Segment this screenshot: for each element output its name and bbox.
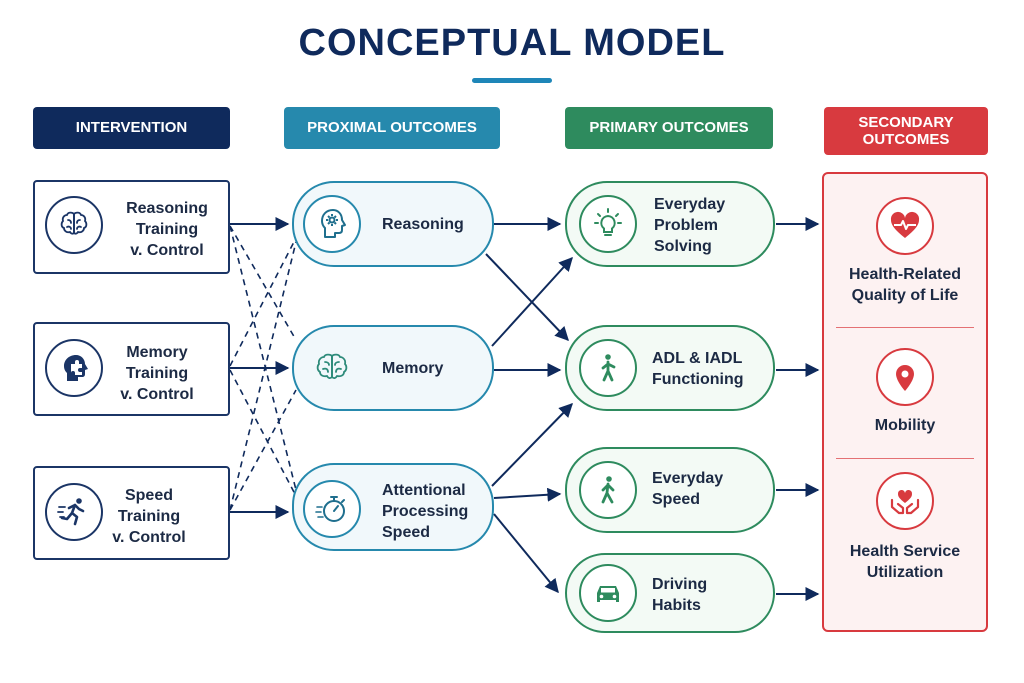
stopwatch-icon — [303, 480, 361, 538]
head-gear-icon — [303, 195, 361, 253]
label-line: Health Service — [849, 543, 961, 560]
intervention-memory-label: Memory Training v. Control — [102, 342, 212, 405]
header-intervention: INTERVENTION — [33, 107, 230, 149]
label-line: Attentional — [382, 482, 466, 499]
heart-hands-icon — [876, 472, 934, 530]
divider — [836, 458, 974, 459]
header-proximal-label: PROXIMAL OUTCOMES — [307, 119, 477, 137]
header-proximal: PROXIMAL OUTCOMES — [284, 107, 500, 149]
header-primary-label: PRIMARY OUTCOMES — [589, 119, 749, 137]
header-secondary: SECONDARY OUTCOMES — [824, 107, 988, 155]
label-line: Everyday — [652, 470, 724, 487]
heart-pulse-icon — [876, 197, 934, 255]
lightbulb-icon — [579, 195, 637, 253]
label-line: Memory — [382, 360, 444, 377]
brain-icon — [45, 196, 103, 254]
label-line: Speed — [652, 491, 701, 508]
label-line: Health-Related — [848, 266, 962, 283]
label-line: v. Control — [130, 242, 204, 259]
label-line: v. Control — [120, 386, 194, 403]
label-line: Quality of Life — [851, 287, 959, 304]
primary-problem-solving — [565, 181, 775, 267]
page-title: CONCEPTUAL MODEL — [298, 22, 726, 64]
car-icon — [579, 564, 637, 622]
proximal-reasoning-label: Reasoning — [382, 214, 464, 235]
label-line: Memory — [126, 344, 188, 361]
proximal-memory — [292, 325, 494, 411]
walking-person-icon — [579, 339, 637, 397]
label-line: Speed — [382, 524, 431, 541]
primary-everyday-speed-label: Everyday Speed — [652, 468, 723, 510]
header-intervention-label: INTERVENTION — [75, 119, 188, 137]
location-pin-icon — [876, 348, 934, 406]
primary-problem-solving-label: Everyday Problem Solving — [654, 194, 725, 257]
runner-icon — [45, 483, 103, 541]
label-line: v. Control — [112, 529, 186, 546]
secondary-quality-of-life-label: Health-Related Quality of Life — [830, 264, 980, 306]
intervention-reasoning-label: Reasoning Training v. Control — [112, 198, 222, 261]
proximal-memory-label: Memory — [382, 358, 443, 379]
label-line: Functioning — [652, 371, 744, 388]
label-line: Reasoning — [126, 200, 208, 217]
intervention-speed-label: Speed Training v. Control — [94, 485, 204, 548]
head-puzzle-icon — [45, 339, 103, 397]
brain-icon — [303, 339, 361, 397]
label-line: Training — [117, 508, 181, 525]
label-line: Problem — [654, 217, 719, 234]
label-line: Solving — [654, 238, 712, 255]
label-line: Processing — [382, 503, 469, 520]
divider — [836, 327, 974, 328]
label-line: Training — [125, 365, 189, 382]
label-line: Everyday — [654, 196, 726, 213]
header-primary: PRIMARY OUTCOMES — [565, 107, 773, 149]
label-line: Driving — [652, 576, 708, 593]
label-line: Reasoning — [382, 216, 464, 233]
title-underline — [472, 78, 552, 83]
walking-person-icon — [579, 461, 637, 519]
secondary-mobility-label: Mobility — [830, 415, 980, 436]
header-secondary-line1: SECONDARY — [858, 113, 954, 131]
label-line: ADL & IADL — [652, 350, 743, 367]
label-line: Utilization — [866, 564, 944, 581]
label-line: Mobility — [874, 417, 936, 434]
proximal-speed-label: Attentional Processing Speed — [382, 480, 468, 543]
secondary-health-service-label: Health Service Utilization — [830, 541, 980, 583]
label-line: Training — [135, 221, 199, 238]
primary-driving-habits-label: Driving Habits — [652, 574, 707, 616]
label-line: Habits — [652, 597, 701, 614]
header-secondary-line2: OUTCOMES — [862, 131, 950, 148]
primary-adl-iadl-label: ADL & IADL Functioning — [652, 348, 744, 390]
label-line: Speed — [124, 487, 173, 504]
